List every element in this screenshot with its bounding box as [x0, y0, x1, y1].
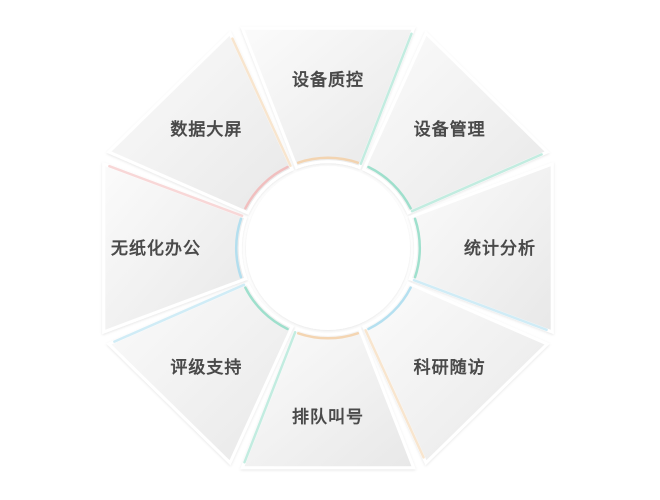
segment-label-research: 科研随访 [414, 357, 486, 378]
segment-label-rating: 评级支持 [170, 357, 242, 378]
accent-arc-paperless [234, 217, 243, 279]
accent-arc-queue [296, 332, 360, 340]
accent-edge-quality [359, 32, 413, 166]
accent-arc-screen [244, 165, 289, 210]
accent-arc-rating [244, 286, 289, 331]
segment-label-screen: 数据大屏 [170, 119, 242, 140]
segment-label-stats: 统计分析 [464, 238, 536, 259]
accent-arc-manage [367, 165, 412, 210]
segment-layer [102, 26, 554, 470]
segment-quality[interactable] [240, 26, 416, 170]
segment-label-quality: 设备质控 [292, 69, 364, 90]
segment-stats[interactable] [408, 161, 554, 335]
segment-label-paperless: 无纸化办公 [110, 238, 201, 259]
accent-arc-quality [296, 156, 360, 164]
segment-queue[interactable] [240, 326, 416, 470]
accent-edge-research [364, 329, 425, 459]
accent-edge-rating [113, 283, 246, 343]
accent-edge-paperless [108, 164, 244, 218]
segment-rating[interactable] [106, 281, 295, 466]
accent-arc-research [367, 286, 412, 331]
segment-manage[interactable] [361, 30, 550, 215]
accent-edge-manage [410, 153, 543, 213]
accent-edge-queue [243, 330, 297, 464]
accent-arc-stats [413, 217, 422, 279]
segment-screen[interactable] [106, 30, 295, 215]
accent-edge-screen [231, 37, 292, 167]
segment-research[interactable] [361, 281, 550, 466]
segment-label-queue: 排队叫号 [292, 407, 364, 428]
segment-paperless[interactable] [102, 161, 248, 335]
accent-edge-stats [412, 278, 548, 332]
center-hub-inner [254, 174, 402, 322]
accent-edges [108, 32, 548, 464]
segment-label-manage: 设备管理 [414, 119, 486, 140]
